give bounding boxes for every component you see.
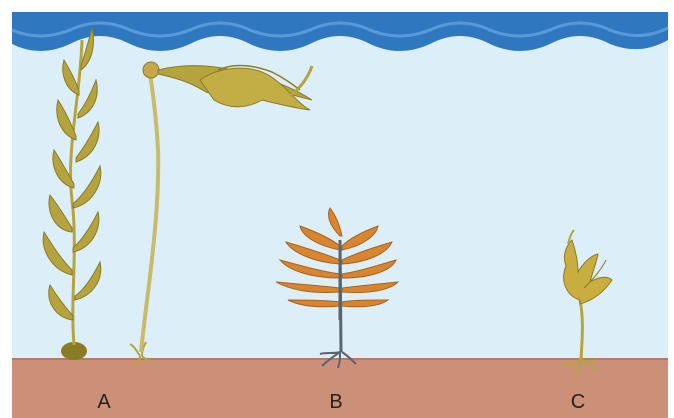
label-c: C bbox=[571, 391, 585, 413]
label-b: B bbox=[329, 391, 342, 413]
label-a: A bbox=[97, 391, 111, 413]
